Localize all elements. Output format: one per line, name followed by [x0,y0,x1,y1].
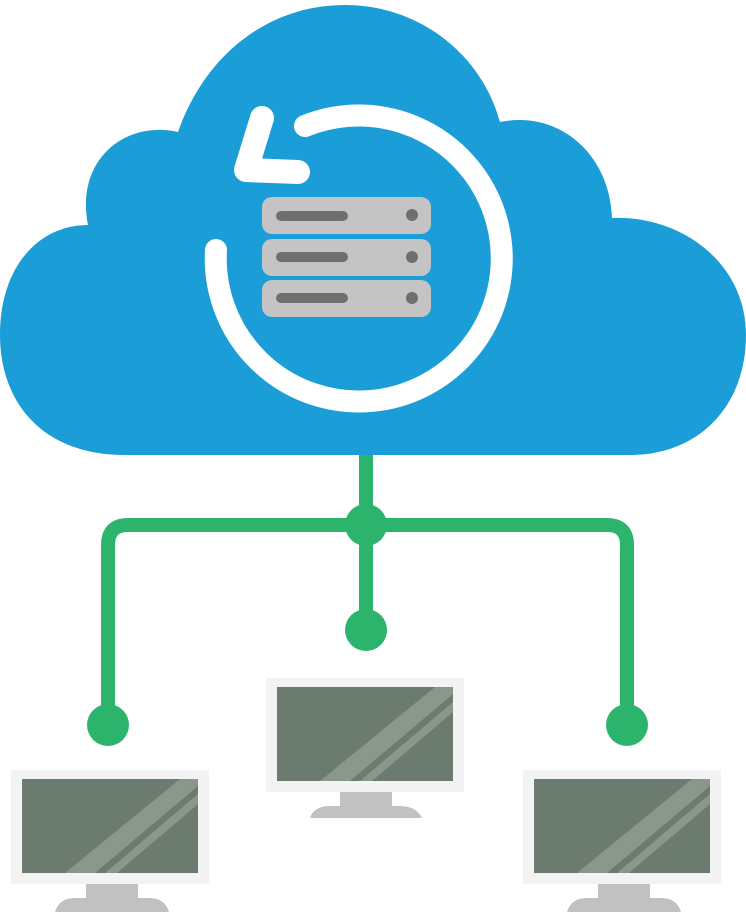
monitor-icon [11,770,209,912]
monitor-icon [523,770,721,912]
server-rack-icon [262,197,431,317]
server-unit [262,280,431,317]
network-connections [87,455,648,746]
server-unit [262,197,431,234]
network-hub-node [345,504,387,546]
computer-monitor-right [523,770,721,912]
computer-monitor-center [266,678,464,818]
network-endpoint-node [606,704,648,746]
monitor-icon [266,678,464,818]
network-endpoint-node [345,609,387,651]
network-endpoint-node [87,704,129,746]
server-unit [262,239,431,276]
computer-monitor-left [11,770,209,912]
sync-arrow-icon [204,104,513,413]
